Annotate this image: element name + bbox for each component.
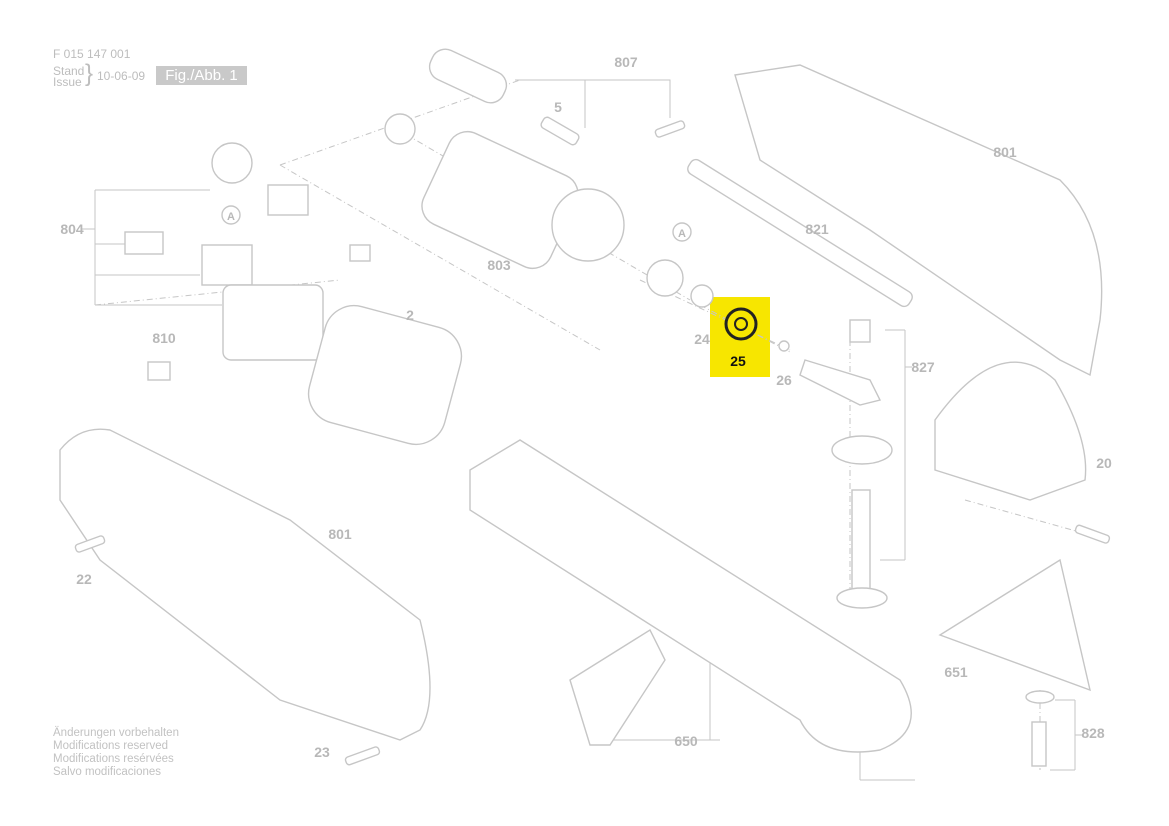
knob-part	[211, 142, 253, 184]
brush-part	[428, 48, 508, 104]
clip-26	[778, 340, 790, 352]
issue-label: Issue	[53, 75, 82, 89]
marker-a-right	[672, 222, 692, 242]
sleeve	[849, 319, 871, 343]
callout-804: 804	[60, 221, 84, 237]
bearing-25-inner	[734, 317, 748, 331]
screw-23	[344, 746, 381, 766]
callout-20: 20	[1096, 455, 1112, 471]
part-number: F 015 147 001	[53, 47, 131, 61]
bracket-807	[515, 79, 671, 128]
issue-date: 10-06-09	[97, 69, 146, 83]
axis-lines	[699, 304, 1091, 770]
stator-2	[307, 304, 463, 446]
callout-25: 25	[730, 353, 746, 369]
fan	[551, 188, 625, 262]
washer-828	[1025, 690, 1055, 704]
callout-a-right: A	[678, 228, 686, 240]
screw-22	[74, 535, 106, 553]
callout-24: 24	[694, 331, 710, 347]
part-810	[147, 361, 171, 381]
bearing-right	[646, 259, 684, 297]
bracket-828	[1050, 699, 1082, 771]
sanding-cover-20	[934, 361, 1087, 501]
callout-821: 821	[805, 221, 829, 237]
bracket-827	[880, 329, 912, 561]
clip-650	[569, 628, 666, 746]
callout-a-left: A	[227, 211, 235, 223]
callout-810: 810	[152, 330, 176, 346]
armature-803	[421, 130, 579, 270]
fork-part	[799, 359, 882, 406]
spindle-flange	[836, 587, 888, 609]
note-en: Modifications reserved	[53, 740, 169, 752]
callout-650: 650	[674, 733, 698, 749]
part-804-block	[124, 231, 164, 255]
note-es: Salvo modificaciones	[53, 766, 162, 778]
sanding-pad-651	[938, 558, 1091, 692]
spindle	[851, 489, 871, 591]
callout-801-top: 801	[993, 144, 1017, 160]
small-connector	[349, 244, 371, 262]
figure-label: Fig./Abb. 1	[156, 66, 247, 85]
motor-holder	[222, 284, 324, 361]
callout-828: 828	[1081, 725, 1105, 741]
housing-801-bottom	[59, 428, 431, 741]
bearing-827	[831, 435, 893, 465]
callout-807: 807	[614, 54, 638, 70]
bracket-804	[82, 189, 222, 306]
washer-24	[690, 284, 714, 308]
brace: }	[85, 60, 94, 87]
switch-block	[267, 184, 309, 216]
callout-801-bottom: 801	[328, 526, 352, 542]
callout-803: 803	[487, 257, 511, 273]
marker-a-left	[221, 205, 241, 225]
bearing-left	[384, 113, 416, 145]
callout-22: 22	[76, 571, 92, 587]
note-de: Änderungen vorbehalten	[53, 727, 179, 739]
callout-26: 26	[776, 372, 792, 388]
callout-23: 23	[314, 744, 330, 760]
stand-label: Stand	[53, 64, 85, 78]
housing-801-top	[734, 64, 1103, 377]
screw-807	[654, 120, 686, 138]
lever-821	[687, 158, 913, 308]
screw-828	[1031, 721, 1047, 767]
accessory-650	[469, 439, 912, 753]
part-5	[540, 116, 580, 146]
callout-2: 2	[406, 307, 414, 323]
note-fr: Modifications resérvées	[53, 753, 174, 765]
callout-651: 651	[944, 664, 968, 680]
switch-a	[201, 244, 253, 286]
screw-20	[1074, 524, 1111, 544]
callout-827: 827	[911, 359, 935, 375]
assembly-lines	[94, 79, 791, 351]
callout-5: 5	[554, 99, 562, 115]
